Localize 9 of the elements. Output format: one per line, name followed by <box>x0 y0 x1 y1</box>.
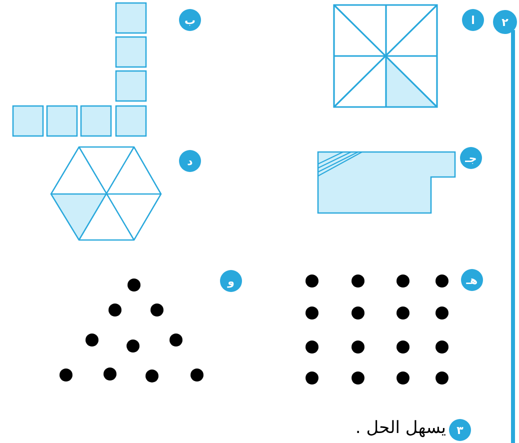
letter-badge: د <box>179 150 201 172</box>
letter-badge: ا <box>462 9 484 31</box>
letter-badge: جـ <box>460 147 482 169</box>
letter-badge: هـ <box>461 269 483 291</box>
question-number-badge: ٢ <box>493 10 517 34</box>
letter-badge: و <box>220 270 242 292</box>
letter-badge: ب <box>179 9 201 31</box>
question-number-badge: ٣ <box>449 419 471 441</box>
question-text: يسهل الحل . <box>355 418 446 438</box>
